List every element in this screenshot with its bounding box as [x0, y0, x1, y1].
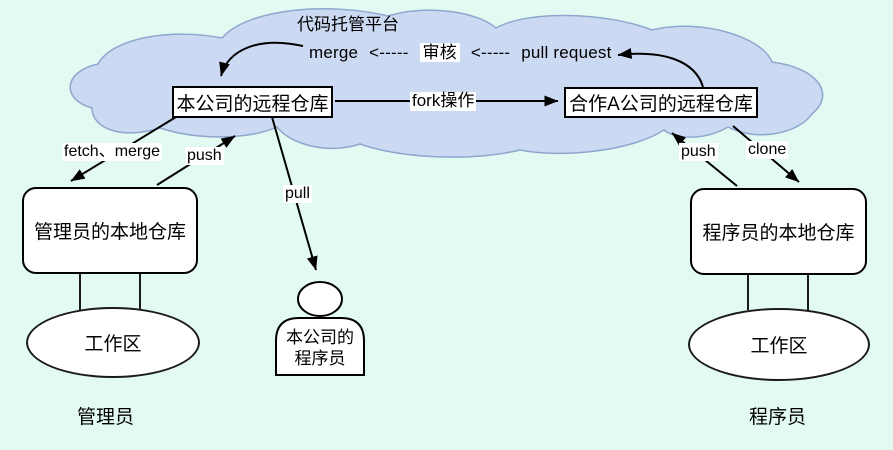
person-body [275, 317, 365, 376]
person-head [297, 281, 343, 317]
arrow-partner-repo-to-pull-request [617, 48, 704, 88]
node-programmer-workspace: 工作区 [688, 308, 870, 381]
edge-label-push-left: push [185, 147, 224, 165]
footer-label-programmer: 程序员 [749, 407, 807, 428]
flow-review-text: 审核 [419, 43, 460, 62]
edge-label-pull: pull [283, 185, 312, 203]
review-flow-text: merge <----- 审核 <----- pull request [309, 43, 612, 63]
cloud-shape [69, 8, 824, 158]
person-label: 本公司的 程序员 [278, 327, 362, 369]
node-admin-local-repo: 管理员的本地仓库 [22, 187, 198, 274]
edge-label-fork: fork操作 [410, 91, 477, 111]
node-admin-workspace: 工作区 [26, 307, 200, 378]
edge-label-fetch-merge: fetch、merge [62, 143, 163, 161]
person-label-line1: 本公司的 [286, 328, 354, 347]
arrow-merge-to-company-repo [219, 41, 304, 77]
person-label-line2: 程序员 [294, 349, 346, 368]
edge-label-push-right: push [679, 143, 718, 161]
flow-merge-text: merge [309, 43, 359, 62]
node-company-remote-repo: 本公司的远程仓库 [172, 86, 333, 118]
cloud-title: 代码托管平台 [297, 15, 399, 34]
edge-label-clone: clone [746, 141, 789, 159]
flow-arrow-left: <----- [369, 43, 409, 62]
flow-pull-request-text: pull request [521, 43, 612, 62]
node-programmer-local-repo: 程序员的本地仓库 [690, 188, 867, 275]
flow-arrow-right: <----- [470, 43, 511, 62]
node-partner-remote-repo: 合作A公司的远程仓库 [564, 87, 758, 118]
footer-label-admin: 管理员 [77, 407, 135, 428]
